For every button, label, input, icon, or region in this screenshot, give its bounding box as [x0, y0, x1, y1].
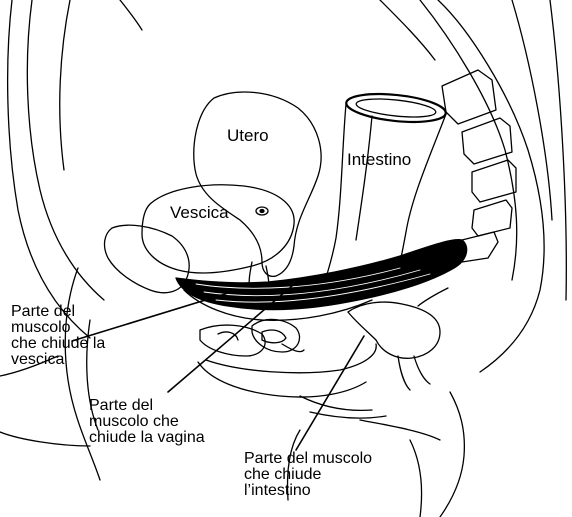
- label-vescica: Vescica: [170, 205, 229, 221]
- pelvic-floor-muscle: [176, 240, 467, 310]
- label-intestino: Intestino: [347, 152, 411, 168]
- vertebrae: [442, 70, 516, 262]
- label-vagina-muscle: Parte del muscolo che chiude la vagina: [89, 398, 205, 446]
- label-bladder-muscle: Parte del muscolo che chiude la vescica: [11, 304, 105, 368]
- label-bowel-muscle: Parte del muscolo che chiude l’intestino: [244, 451, 372, 499]
- leader-line-bowel-muscle: [296, 336, 364, 450]
- bladder-opening-icon: [256, 207, 268, 215]
- label-line: l’intestino: [244, 483, 372, 499]
- label-line: muscolo: [11, 320, 105, 336]
- spine-outline: [380, 0, 566, 372]
- label-line: che chiude la: [11, 336, 105, 352]
- label-line: muscolo che: [89, 414, 205, 430]
- label-utero: Utero: [227, 128, 269, 144]
- perineum: [198, 319, 386, 418]
- bladder: [142, 185, 294, 273]
- label-line: vescica: [11, 352, 105, 368]
- label-line: che chiude: [244, 467, 372, 483]
- label-line: Parte del: [11, 304, 105, 320]
- uterus: [194, 92, 321, 276]
- label-line: Parte del: [89, 398, 205, 414]
- label-line: Parte del muscolo: [244, 451, 372, 467]
- front-wall: [8, 0, 142, 338]
- label-line: chiude la vagina: [89, 430, 205, 446]
- pubic-bone: [105, 225, 190, 293]
